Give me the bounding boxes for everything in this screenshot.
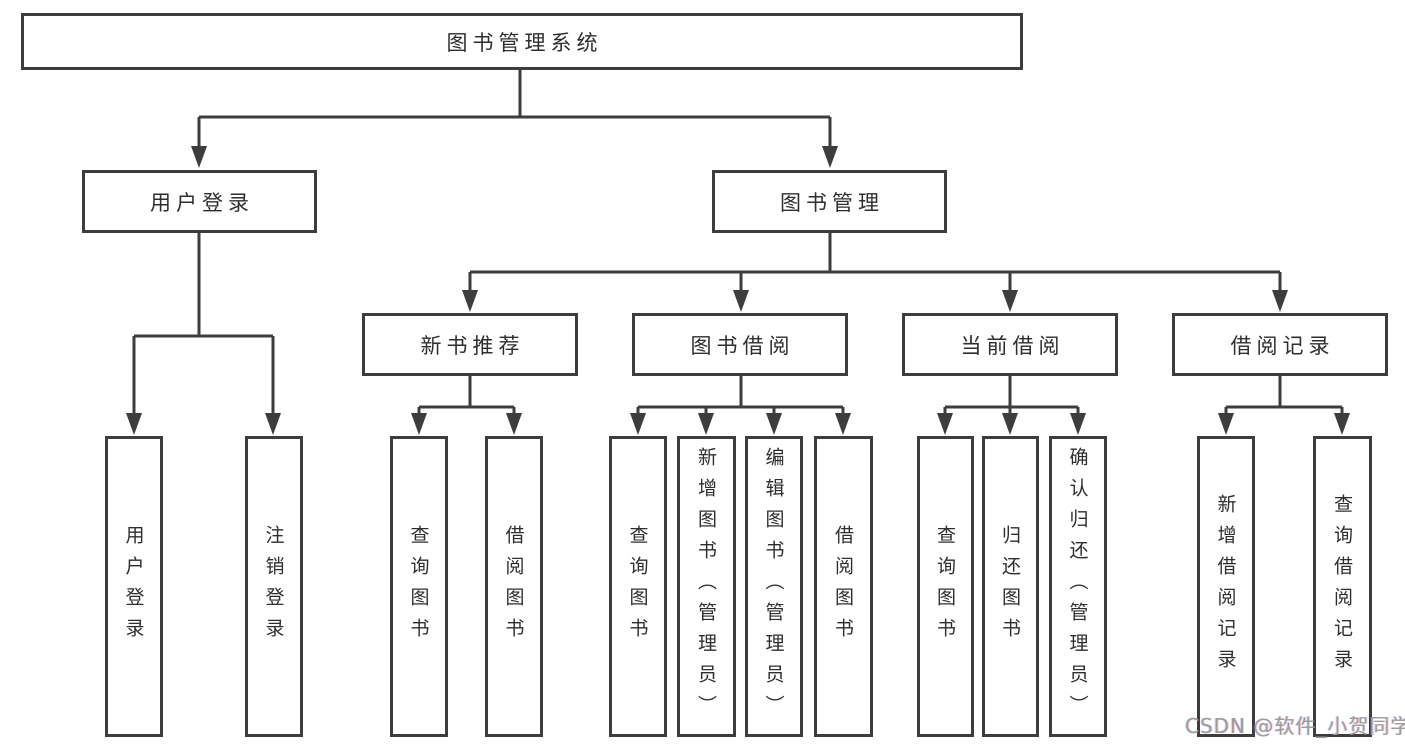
leaf-add-books-admin-label: 新增图书（管理员） (695, 447, 717, 726)
node-book-borrow-label: 图书借阅 (690, 333, 795, 358)
connector-root-to-level2 (191, 70, 838, 168)
leaf-query-books-current: 查询图书 (917, 436, 974, 737)
leaf-query-borrow-record: 查询借阅记录 (1313, 436, 1372, 737)
connector-current-borrow-children (937, 376, 1086, 435)
leaf-add-books-admin: 新增图书（管理员） (677, 436, 736, 737)
leaf-user-login: 用户登录 (105, 436, 163, 737)
node-current-borrow-label: 当前借阅 (960, 333, 1065, 358)
node-book-management-label: 图书管理 (780, 190, 884, 215)
connector-book-management-children (462, 233, 1288, 312)
leaf-borrow-books-recommend-label: 借阅图书 (502, 524, 525, 649)
node-borrow-records: 借阅记录 (1172, 313, 1388, 376)
node-borrow-records-label: 借阅记录 (1230, 333, 1335, 358)
node-current-borrow: 当前借阅 (902, 313, 1118, 376)
leaf-query-books-borrow: 查询图书 (609, 436, 667, 737)
node-book-management: 图书管理 (712, 170, 947, 233)
csdn-watermark: CSDN @软件_小贺同学 (1185, 714, 1405, 738)
connector-borrow-records-children (1218, 376, 1350, 435)
leaf-query-books-current-label: 查询图书 (934, 524, 956, 649)
leaf-edit-books-admin-label: 编辑图书（管理员） (762, 447, 785, 726)
node-root-label: 图书管理系统 (446, 30, 603, 55)
leaf-return-books: 归还图书 (982, 436, 1039, 737)
leaf-borrow-books-borrow-label: 借阅图书 (832, 524, 854, 649)
node-new-book-recommend-label: 新书推荐 (420, 333, 525, 358)
connector-book-borrow-children (630, 376, 851, 435)
leaf-borrow-books-borrow: 借阅图书 (814, 436, 873, 737)
leaf-add-borrow-record-label: 新增借阅记录 (1214, 493, 1237, 680)
node-user-login-label: 用户登录 (150, 190, 254, 215)
leaf-logout-label: 注销登录 (262, 524, 285, 649)
node-user-login: 用户登录 (82, 170, 317, 233)
leaf-confirm-return-admin-label: 确认归还（管理员） (1066, 447, 1089, 726)
node-book-borrow: 图书借阅 (632, 313, 848, 376)
leaf-add-borrow-record: 新增借阅记录 (1197, 436, 1255, 737)
leaf-query-books-borrow-label: 查询图书 (626, 524, 649, 649)
leaf-confirm-return-admin: 确认归还（管理员） (1049, 436, 1107, 737)
connector-user-login-children (126, 233, 281, 435)
leaf-borrow-books-recommend: 借阅图书 (485, 436, 543, 737)
leaf-query-books-recommend: 查询图书 (390, 436, 448, 737)
connector-new-book-recommend-children (411, 376, 522, 435)
leaf-edit-books-admin: 编辑图书（管理员） (745, 436, 803, 737)
leaf-return-books-label: 归还图书 (999, 524, 1021, 649)
leaf-query-borrow-record-label: 查询借阅记录 (1331, 493, 1353, 680)
node-root: 图书管理系统 (21, 13, 1023, 70)
leaf-user-login-label: 用户登录 (122, 524, 145, 649)
node-new-book-recommend: 新书推荐 (362, 313, 578, 376)
leaf-logout: 注销登录 (245, 436, 303, 737)
leaf-query-books-recommend-label: 查询图书 (407, 524, 430, 649)
